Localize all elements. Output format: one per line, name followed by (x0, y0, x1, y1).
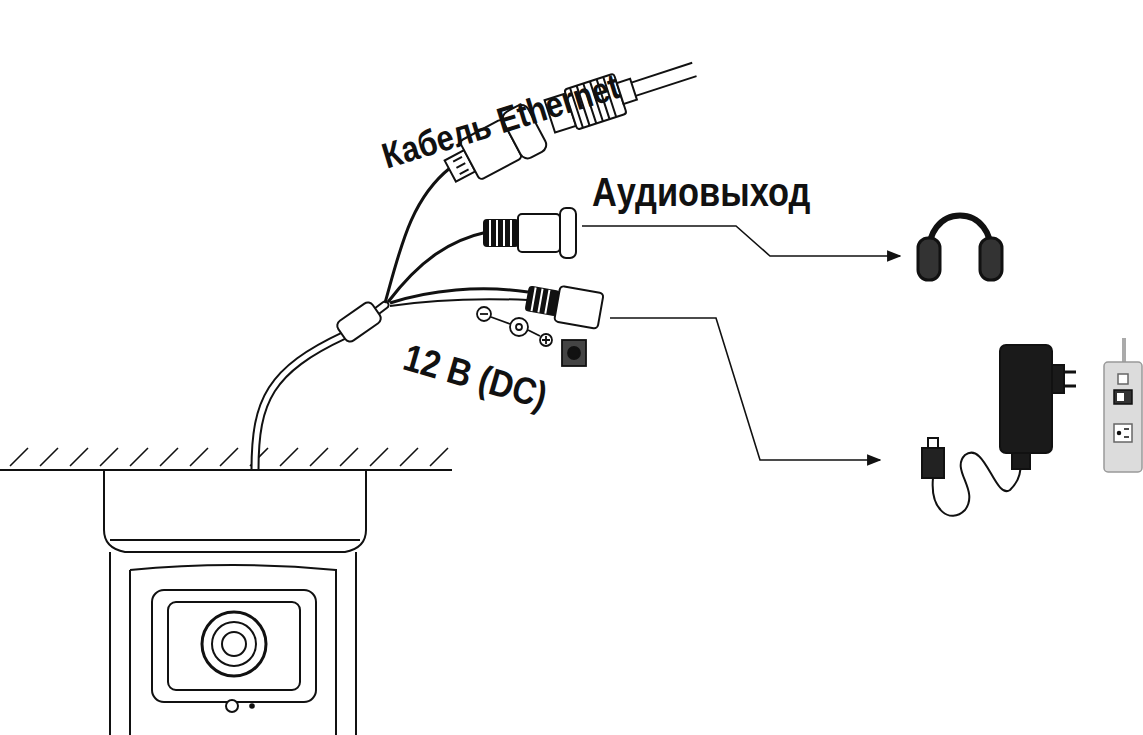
port-label: Аудиовыход (592, 172, 810, 212)
cable-label: Кабель Ethernet (378, 68, 624, 174)
power-label: 12 В (DC) (400, 338, 552, 415)
